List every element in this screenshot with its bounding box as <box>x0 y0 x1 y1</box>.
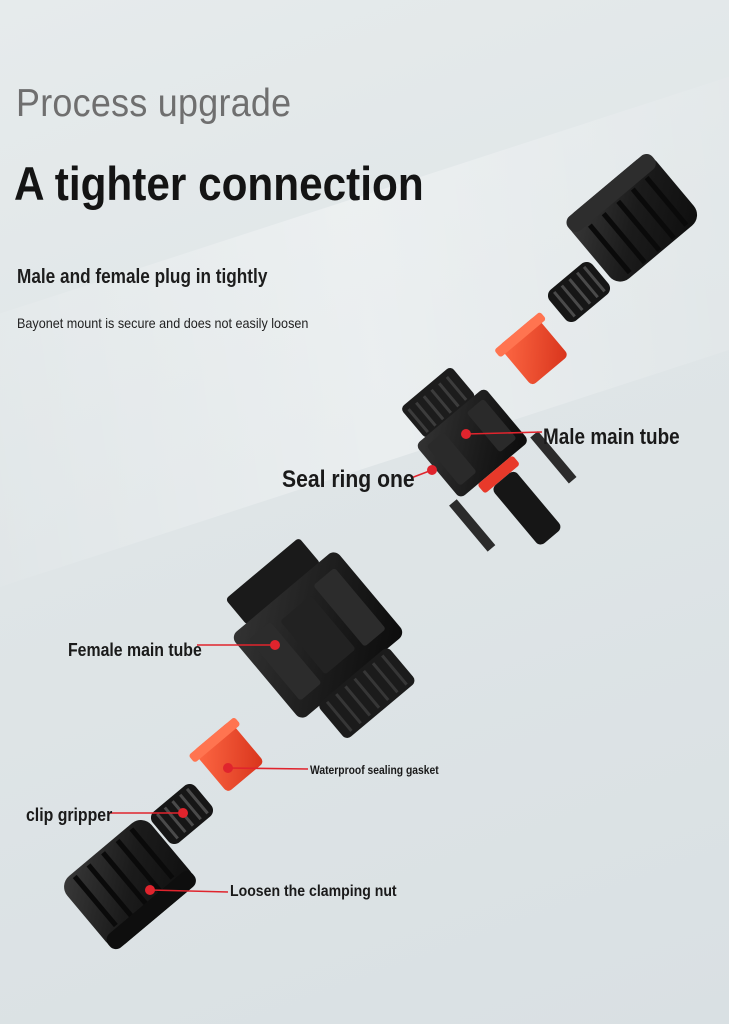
callout-markers <box>145 429 471 895</box>
top-sealing-gasket <box>495 312 567 385</box>
seal-ring-marker <box>427 465 437 475</box>
clip-gripper-marker <box>178 808 188 818</box>
gasket-marker <box>223 763 233 773</box>
male-main-tube <box>402 367 577 552</box>
clamping-nut-label: Loosen the clamping nut <box>230 883 397 900</box>
male-main-tube-label: Male main tube <box>543 424 680 449</box>
callout-leaders <box>108 431 543 893</box>
headline: A tighter connection <box>14 157 424 210</box>
female-main-tube-label: Female main tube <box>68 640 202 660</box>
clamping-nut-marker <box>145 885 155 895</box>
female-tube-marker <box>270 640 280 650</box>
kicker-title: Process upgrade <box>16 82 292 125</box>
clip-gripper-label: clip gripper <box>26 805 113 825</box>
bottom-sealing-gasket <box>189 718 263 791</box>
seal-ring-label: Seal ring one <box>282 466 415 493</box>
top-clamping-nut <box>566 153 698 282</box>
top-clip-gripper <box>547 261 611 323</box>
subheading: Male and female plug in tightly <box>17 266 268 288</box>
description: Bayonet mount is secure and does not eas… <box>17 315 309 331</box>
gasket-label: Waterproof sealing gasket <box>310 763 439 777</box>
male-tube-marker <box>461 429 471 439</box>
female-main-tube <box>226 539 415 738</box>
